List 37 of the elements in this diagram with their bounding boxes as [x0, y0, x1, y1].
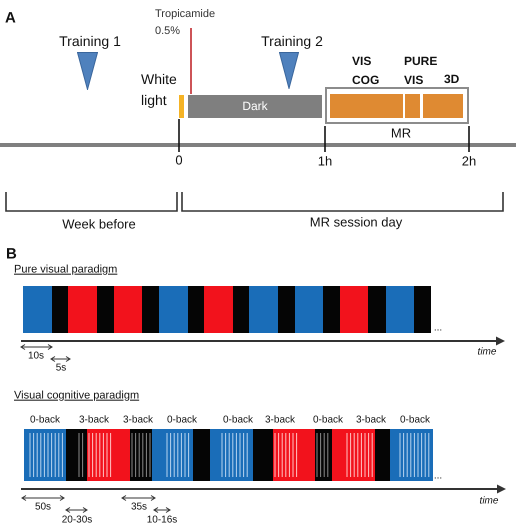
dimension-label: 5s — [56, 362, 66, 374]
block-label: 0-back — [400, 414, 430, 426]
block-label: 3-back — [265, 414, 295, 426]
event-label: Training 1 — [59, 32, 121, 50]
event-label: Training 2 — [261, 32, 323, 50]
block-label: 0-back — [223, 414, 253, 426]
tick-label: 0 — [175, 154, 183, 168]
phase-bar: Dark — [188, 95, 322, 118]
scan-label: PURE VIS — [404, 52, 438, 88]
block-label: 0-back — [167, 414, 197, 426]
bracket-label: MR session day — [310, 216, 402, 230]
dimension-label: 20-30s — [62, 514, 92, 526]
block-label: 0-back — [30, 414, 60, 426]
phase-label: White light — [141, 70, 177, 110]
dimension-label: 50s — [34, 501, 52, 513]
bracket-label: Week before — [62, 218, 136, 232]
scan-label: 3D — [444, 73, 460, 87]
section-heading: Pure visual paradigm — [14, 264, 118, 276]
axis-label: time — [480, 495, 498, 507]
axis-label: time — [478, 346, 496, 358]
tick-label: 1h — [318, 154, 332, 170]
session-label: MR — [390, 126, 412, 142]
block-label: 3-back — [123, 414, 153, 426]
block-label: 0-back — [313, 414, 343, 426]
dimension-label: 10s — [28, 350, 44, 362]
block-label: 3-back — [79, 414, 109, 426]
dimension-label: 35s — [130, 501, 148, 513]
tick-label: 2h — [462, 154, 476, 170]
ellipsis: ... — [434, 470, 442, 482]
block-label: 3-back — [356, 414, 386, 426]
dimension-label: 10-16s — [146, 514, 178, 526]
annotation-text: Tropicamide 0.5% — [155, 7, 216, 39]
section-heading: Visual cognitive paradigm — [14, 390, 140, 402]
panel-letter: B — [6, 245, 17, 263]
panel-letter: A — [5, 9, 16, 27]
scan-label: VIS COG — [352, 52, 380, 88]
ellipsis: ... — [434, 322, 442, 334]
